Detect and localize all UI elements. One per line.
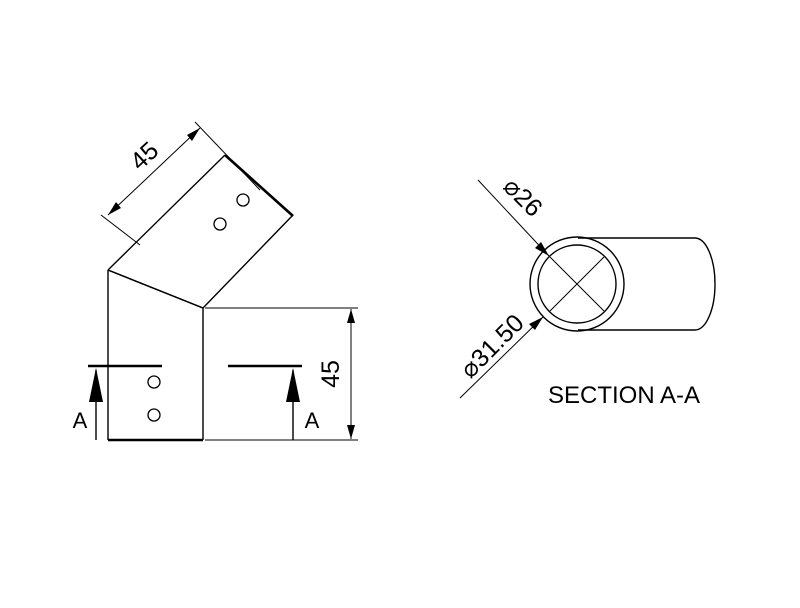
hole-lower-1	[147, 375, 161, 389]
upper-tube-outline	[107, 154, 294, 309]
leader-line	[459, 316, 544, 399]
leader-line	[477, 179, 550, 257]
dim-arrowhead	[535, 242, 549, 256]
dimension-line	[107, 127, 201, 216]
dimension-angled-45: 45	[100, 121, 261, 246]
tube-outer-circle	[529, 236, 625, 332]
view-arrow-left-head	[89, 368, 103, 402]
dim-arrowhead	[347, 425, 355, 439]
dimension-inner-diameter: ⌀26	[477, 172, 550, 257]
dimension-inner-text: ⌀26	[498, 172, 548, 222]
dim-arrowhead	[108, 202, 121, 215]
view-arrow-right-head	[286, 368, 300, 402]
tube-body-outline	[578, 237, 716, 331]
section-label-left: A	[73, 408, 88, 433]
dimension-vertical-text: 45	[317, 360, 345, 388]
hole-upper-2	[213, 217, 227, 231]
hole-lower-2	[147, 408, 161, 422]
section-label-right: A	[305, 408, 320, 433]
extension-line	[100, 214, 141, 246]
section-cut-indicator: A A	[73, 364, 320, 440]
section-cross-line	[549, 256, 605, 312]
dimension-outer-text: ⌀31.50	[455, 309, 530, 384]
extension-line	[194, 121, 261, 191]
hole-upper-1	[236, 193, 250, 207]
section-view: ⌀26 ⌀31.50 SECTION A-A	[455, 172, 716, 409]
miter-seam-line	[107, 269, 204, 309]
section-title: SECTION A-A	[548, 382, 700, 409]
dim-arrowhead	[347, 309, 355, 323]
tube-inner-circle	[537, 244, 617, 324]
dimension-vertical-45: 45	[205, 307, 358, 441]
dimension-outer-diameter: ⌀31.50	[455, 309, 544, 399]
front-view: 45 45 A A	[73, 121, 358, 442]
dim-arrowhead	[187, 128, 200, 141]
dim-arrowhead	[529, 317, 543, 330]
dimension-angled-text: 45	[125, 136, 164, 175]
